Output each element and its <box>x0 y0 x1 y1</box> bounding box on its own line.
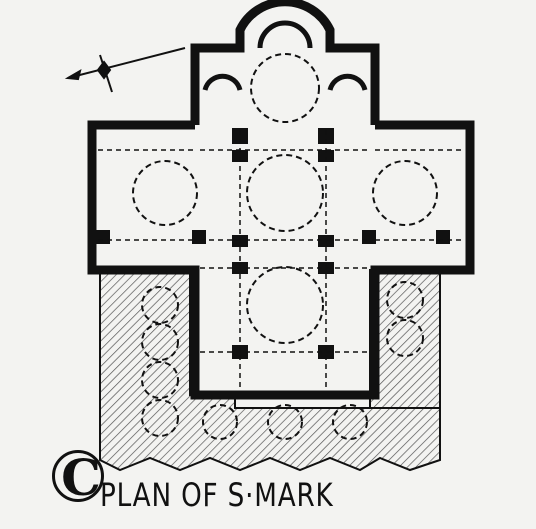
main-walls <box>87 0 475 400</box>
narthex-hatched <box>99 269 441 472</box>
north-arrow <box>64 47 186 93</box>
initial-letter: C <box>61 448 101 507</box>
plan-caption: PLAN OF S·MARK <box>100 476 334 514</box>
piers <box>96 128 450 359</box>
initial-letter-ring <box>52 450 104 502</box>
vault-lines <box>98 130 465 390</box>
apse-chapels <box>202 20 368 91</box>
domes <box>132 53 438 440</box>
